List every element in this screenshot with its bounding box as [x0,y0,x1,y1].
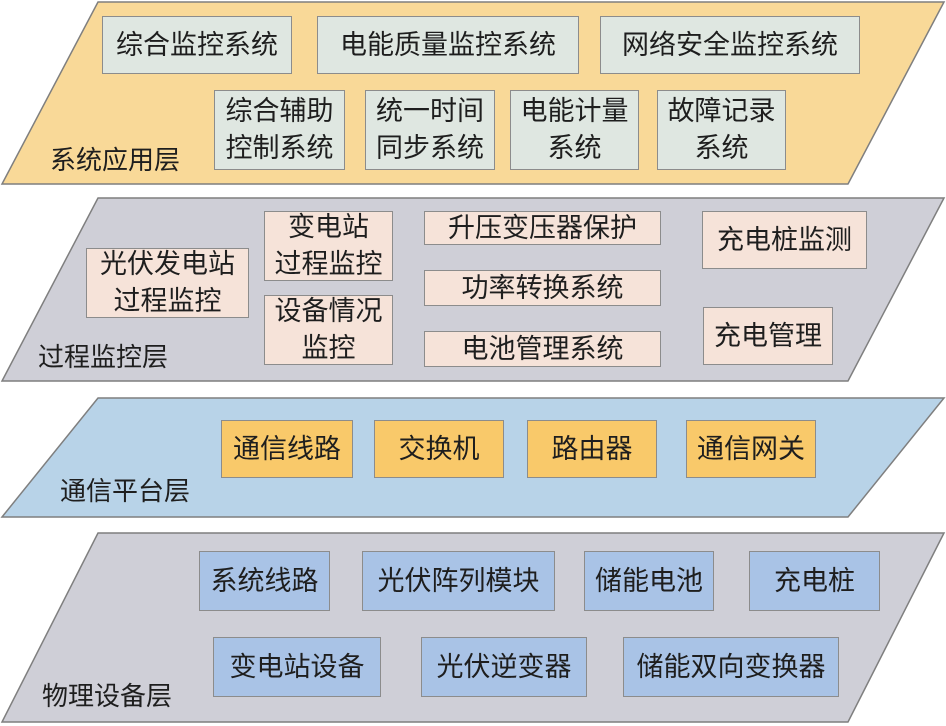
step-up-transformer-protection: 升压变压器保护 [424,211,661,245]
fault-recording-system: 故障记录 系统 [657,90,786,170]
energy-metering-system: 电能计量 系统 [510,90,639,170]
auxiliary-control-system: 综合辅助 控制系统 [214,90,345,170]
comprehensive-monitoring-system: 综合监控系统 [102,16,292,74]
network-security-monitoring-system: 网络安全监控系统 [600,16,860,74]
pv-station-process-monitoring: 光伏发电站 过程监控 [86,248,249,318]
charging-management: 充电管理 [703,307,833,365]
time-sync-system: 统一时间 同步系统 [365,90,495,170]
physical-layer-label: 物理设备层 [42,682,173,712]
system-line: 系统线路 [199,551,330,611]
battery-management-system: 电池管理系统 [424,331,661,367]
substation-process-monitoring: 变电站 过程监控 [264,211,393,281]
power-conversion-system: 功率转换系统 [424,270,661,306]
switch: 交换机 [374,420,504,478]
energy-storage-battery: 储能电池 [584,551,714,611]
bidirectional-storage-converter: 储能双向变换器 [623,637,839,697]
communication-layer-label: 通信平台层 [60,477,191,507]
substation-equipment: 变电站设备 [213,637,381,697]
power-quality-monitoring-system: 电能质量监控系统 [317,16,579,74]
charging-pile-monitoring: 充电桩监测 [702,211,867,269]
equipment-status-monitoring: 设备情况 监控 [264,295,393,365]
communication-line: 通信线路 [221,420,353,478]
process-layer-label: 过程监控层 [38,343,169,373]
communication-gateway: 通信网关 [686,420,816,478]
router: 路由器 [527,420,657,478]
pv-array-module: 光伏阵列模块 [362,551,555,611]
charging-pile: 充电桩 [749,551,880,611]
pv-inverter: 光伏逆变器 [421,637,587,697]
application-layer-label: 系统应用层 [50,146,181,176]
